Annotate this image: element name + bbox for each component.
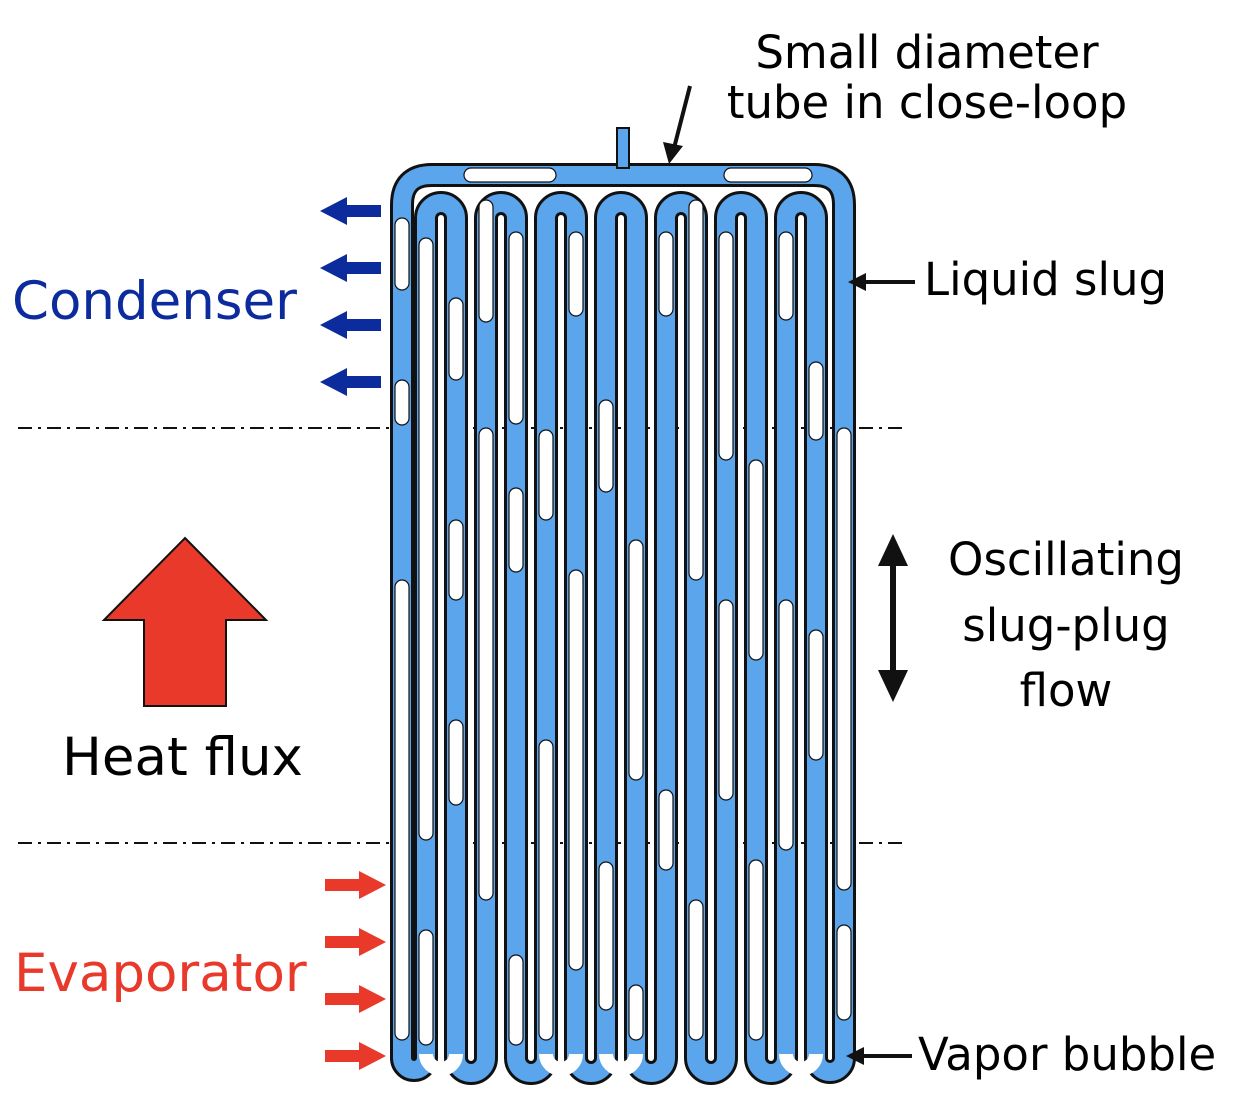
vapor-bubble [478,427,494,901]
vapor-bubble [508,487,524,573]
small-tube-label-line2: tube in close-loop [726,76,1128,130]
vapor-bubble [538,739,554,1041]
vapor-bubble [718,599,734,801]
vapor-bubble [628,984,644,1041]
vapor-bubble [394,579,410,1041]
oscillating-flow-label-line2: slug-plug [962,598,1170,652]
vapor-bubble [748,459,764,661]
vapor-bubble [568,569,584,971]
vapor-bubble [778,231,794,321]
vapor-bubble [568,231,584,317]
vapor-bubble [538,429,554,521]
vapor-bubble [688,199,704,581]
vapor-bubble [658,231,674,317]
vapor-bubble [628,539,644,781]
vapor-bubble [463,167,557,183]
liquid-slug-label: Liquid slug [924,253,1168,306]
vapor-bubble [419,1053,463,1076]
vapor-bubble [394,217,410,291]
tube-pointer-arrow [663,85,692,164]
vapor-bubble [418,929,434,1046]
vapor-bubble [718,231,734,461]
arrow-left-icon [320,254,381,282]
vapor-bubble [448,297,464,381]
oscillating-flow-label-line1: Oscillating [948,533,1184,586]
arrow-left-icon [320,368,381,396]
vapor-bubble [448,719,464,806]
heat-flux-label: Heat flux [62,727,303,788]
vapor-bubble [808,361,824,441]
vapor-bubble [748,859,764,1041]
vapor-bubble-label: Vapor bubble [918,1028,1217,1081]
oscillating-flow-label: Oscillating slug-plug flow [935,527,1197,724]
big-arrow-up-icon [101,536,269,707]
vapor-bubble [836,427,852,891]
vapor-bubble [723,167,813,183]
vapor-bubble-pointer-arrow [846,1047,912,1065]
condenser-label: Condenser [12,271,297,332]
vapor-bubble [599,1053,643,1076]
arrow-left-icon [320,197,381,225]
arrow-right-icon [325,1042,386,1070]
vapor-bubble [778,599,794,851]
vapor-bubble [508,231,524,425]
double-arrow-vertical-icon [878,534,908,702]
vapor-bubble [688,899,704,1041]
condenser-arrows [320,197,381,396]
oscillating-flow-label-line3: flow [1019,664,1113,718]
arrow-right-icon [325,871,386,899]
liquid-slug [393,166,853,1082]
liquid-slug-pointer-arrow [848,273,915,291]
evaporator-arrows [325,871,386,1070]
arrow-left-icon [320,311,381,339]
fill-port [616,127,630,169]
vapor-bubble [448,519,464,601]
arrow-right-icon [325,985,386,1013]
vapor-bubble [598,861,614,1011]
arrow-right-icon [325,928,386,956]
vapor-bubble [418,237,434,841]
vapor-bubble [478,199,494,323]
evaporator-label: Evaporator [14,943,307,1004]
vapor-bubble [779,1053,823,1076]
vapor-bubble [508,954,524,1046]
small-tube-label: Small diameter tube in close-loop [712,26,1142,130]
small-tube-label-line1: Small diameter [755,26,1099,79]
vapor-bubble [808,629,824,761]
vapor-bubble [836,924,852,1021]
vapor-bubble [658,789,674,871]
vapor-bubble [394,379,410,426]
vapor-bubble [598,399,614,493]
vapor-bubble [539,1053,583,1076]
tube-bundle [390,127,856,1085]
